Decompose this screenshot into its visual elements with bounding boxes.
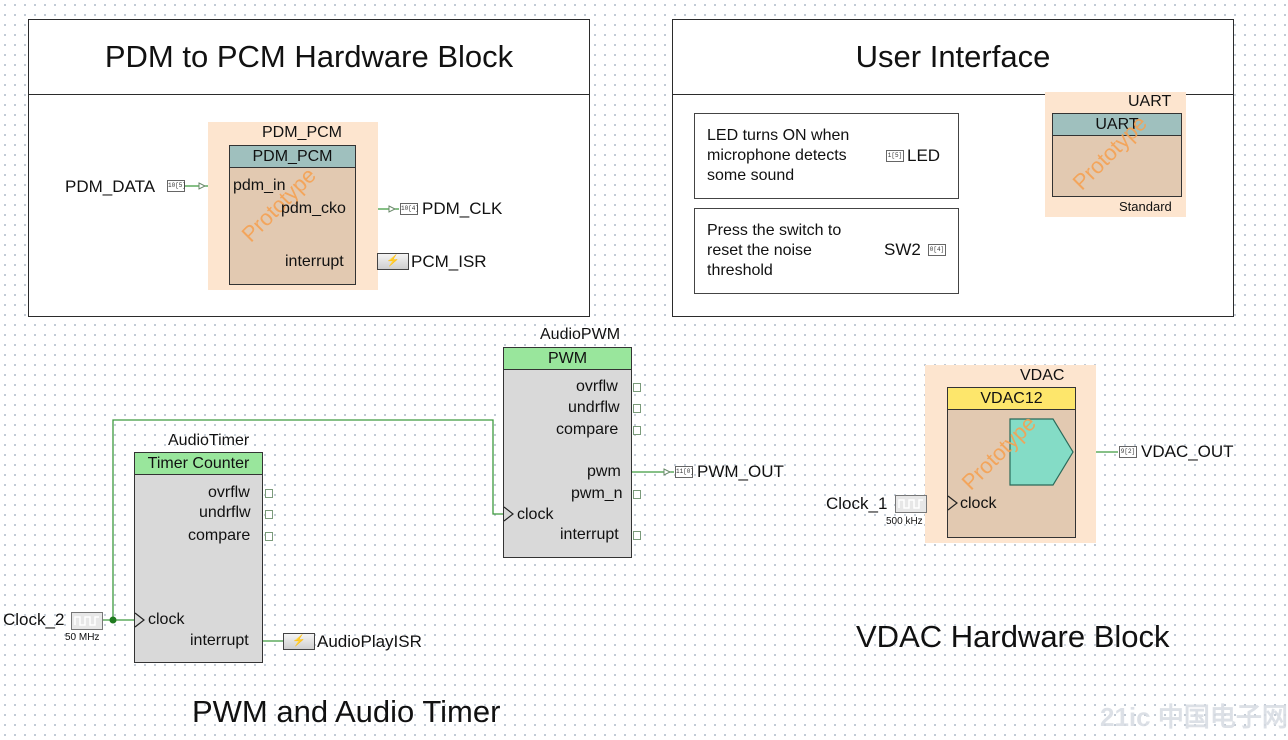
pin-pdm-in: pdm_in xyxy=(233,177,286,194)
pin-interrupt: interrupt xyxy=(285,253,344,270)
net-led: LED xyxy=(907,146,941,165)
pwm-stub-compare xyxy=(633,426,641,435)
uart-type: UART xyxy=(1053,114,1181,136)
junction-dot xyxy=(109,616,117,624)
uart-mode: Standard xyxy=(1119,199,1172,214)
timer-stub-compare xyxy=(265,532,273,541)
vdac-pin-clock: clock xyxy=(960,495,997,512)
timer-clock-triangle xyxy=(134,612,145,628)
pwm-audio-timer-title: PWM and Audio Timer xyxy=(192,694,501,729)
pin-pdm-cko: pdm_cko xyxy=(281,200,346,217)
vdac-section-title: VDAC Hardware Block xyxy=(856,619,1170,654)
clock1-freq: 500 kHz xyxy=(886,516,923,527)
port-led: 1[5] xyxy=(886,150,904,162)
pwm-pin-interrupt: interrupt xyxy=(560,526,619,543)
port-vdac-out: 9[2] xyxy=(1119,446,1137,458)
wire-clock2-pwm xyxy=(112,419,503,620)
pwm-pin-undrflw: undrflw xyxy=(568,399,620,416)
audio-pwm-type: PWM xyxy=(504,348,631,370)
pwm-stub-ovrflw xyxy=(633,383,641,392)
audio-isr-icon: ⚡ xyxy=(283,633,315,650)
net-audio-play-isr: AudioPlayISR xyxy=(317,632,422,651)
pdm-pcm-instance-name: PDM_PCM xyxy=(262,124,343,141)
audio-pwm-block[interactable]: PWM xyxy=(503,347,632,558)
led-note-line-3: some sound xyxy=(707,167,795,184)
net-pdm-data: PDM_DATA xyxy=(65,177,156,196)
pwm-pin-pwm-n: pwm_n xyxy=(571,485,623,502)
timer-pin-ovrflw: ovrflw xyxy=(208,484,250,501)
clock1-icon[interactable] xyxy=(895,495,927,513)
timer-stub-ovrflw xyxy=(265,489,273,498)
port-sw2: 0[4] xyxy=(928,244,946,256)
clock1-waveform xyxy=(898,499,923,509)
led-note: LED turns ON when microphone detects som… xyxy=(694,113,959,199)
timer-pin-clock: clock xyxy=(148,611,185,628)
audio-timer-instance-name: AudioTimer xyxy=(168,432,250,449)
pwm-pin-compare: compare xyxy=(556,421,619,438)
clock2-waveform xyxy=(74,616,99,626)
switch-note: Press the switch to reset the noise thre… xyxy=(694,208,959,294)
audio-pwm-instance-name: AudioPWM xyxy=(540,326,621,343)
led-note-line-1: LED turns ON when xyxy=(707,127,850,144)
uart-block[interactable]: UART xyxy=(1052,113,1182,197)
timer-pin-compare: compare xyxy=(188,527,251,544)
pin-arrow-pdm-clk xyxy=(388,205,397,213)
pwm-stub-pwm-n xyxy=(633,490,641,499)
audio-timer-block[interactable]: Timer Counter xyxy=(134,452,263,663)
vdac-type: VDAC12 xyxy=(948,388,1075,410)
switch-note-line-1: Press the switch to xyxy=(707,222,842,239)
pin-arrow-pwm-out xyxy=(663,468,672,476)
pdm-pcm-block[interactable]: PDM_PCM xyxy=(229,145,356,285)
pwm-pin-pwm: pwm xyxy=(587,463,621,480)
pwm-stub-interrupt xyxy=(633,531,641,540)
pwm-clock-triangle xyxy=(503,506,514,522)
pwm-stub-undrflw xyxy=(633,404,641,413)
audio-timer-type: Timer Counter xyxy=(135,453,262,475)
port-pdm-clk: 10[4] xyxy=(400,203,419,215)
timer-pin-interrupt: interrupt xyxy=(190,632,249,649)
pcm-isr-icon: ⚡ xyxy=(377,253,409,270)
dac-symbol xyxy=(1009,418,1074,486)
clock2-name: Clock_2 xyxy=(3,610,65,629)
site-watermark: 21ic 中国电子网 xyxy=(1100,702,1288,732)
pwm-pin-clock: clock xyxy=(517,506,554,523)
pdm-pcm-type: PDM_PCM xyxy=(230,146,355,168)
net-pdm-clk: PDM_CLK xyxy=(422,199,503,218)
net-pcm-isr: PCM_ISR xyxy=(411,252,487,271)
uart-instance-name: UART xyxy=(1128,93,1172,110)
port-pdm-data: 10[5] xyxy=(167,180,186,192)
pin-arrow-pdm-data xyxy=(198,182,207,190)
net-vdac-out: VDAC_OUT xyxy=(1141,442,1234,461)
net-sw2: SW2 xyxy=(884,240,921,259)
timer-pin-undrflw: undrflw xyxy=(199,504,251,521)
net-pwm-out: PWM_OUT xyxy=(697,462,784,481)
clock1-name: Clock_1 xyxy=(826,494,888,513)
vdac-clock-triangle xyxy=(947,495,958,511)
port-pwm-out: 11[0] xyxy=(675,466,694,478)
vdac-instance-name: VDAC xyxy=(1020,367,1065,384)
clock2-icon[interactable] xyxy=(71,612,103,630)
clock2-freq: 50 MHz xyxy=(65,632,100,643)
switch-note-line-2: reset the noise xyxy=(707,242,812,259)
led-note-line-2: microphone detects xyxy=(707,147,847,164)
pdm-to-pcm-title: PDM to PCM Hardware Block xyxy=(29,20,589,95)
timer-stub-undrflw xyxy=(265,510,273,519)
pwm-pin-ovrflw: ovrflw xyxy=(576,378,618,395)
switch-note-line-3: threshold xyxy=(707,262,773,279)
user-interface-title: User Interface xyxy=(673,20,1233,95)
